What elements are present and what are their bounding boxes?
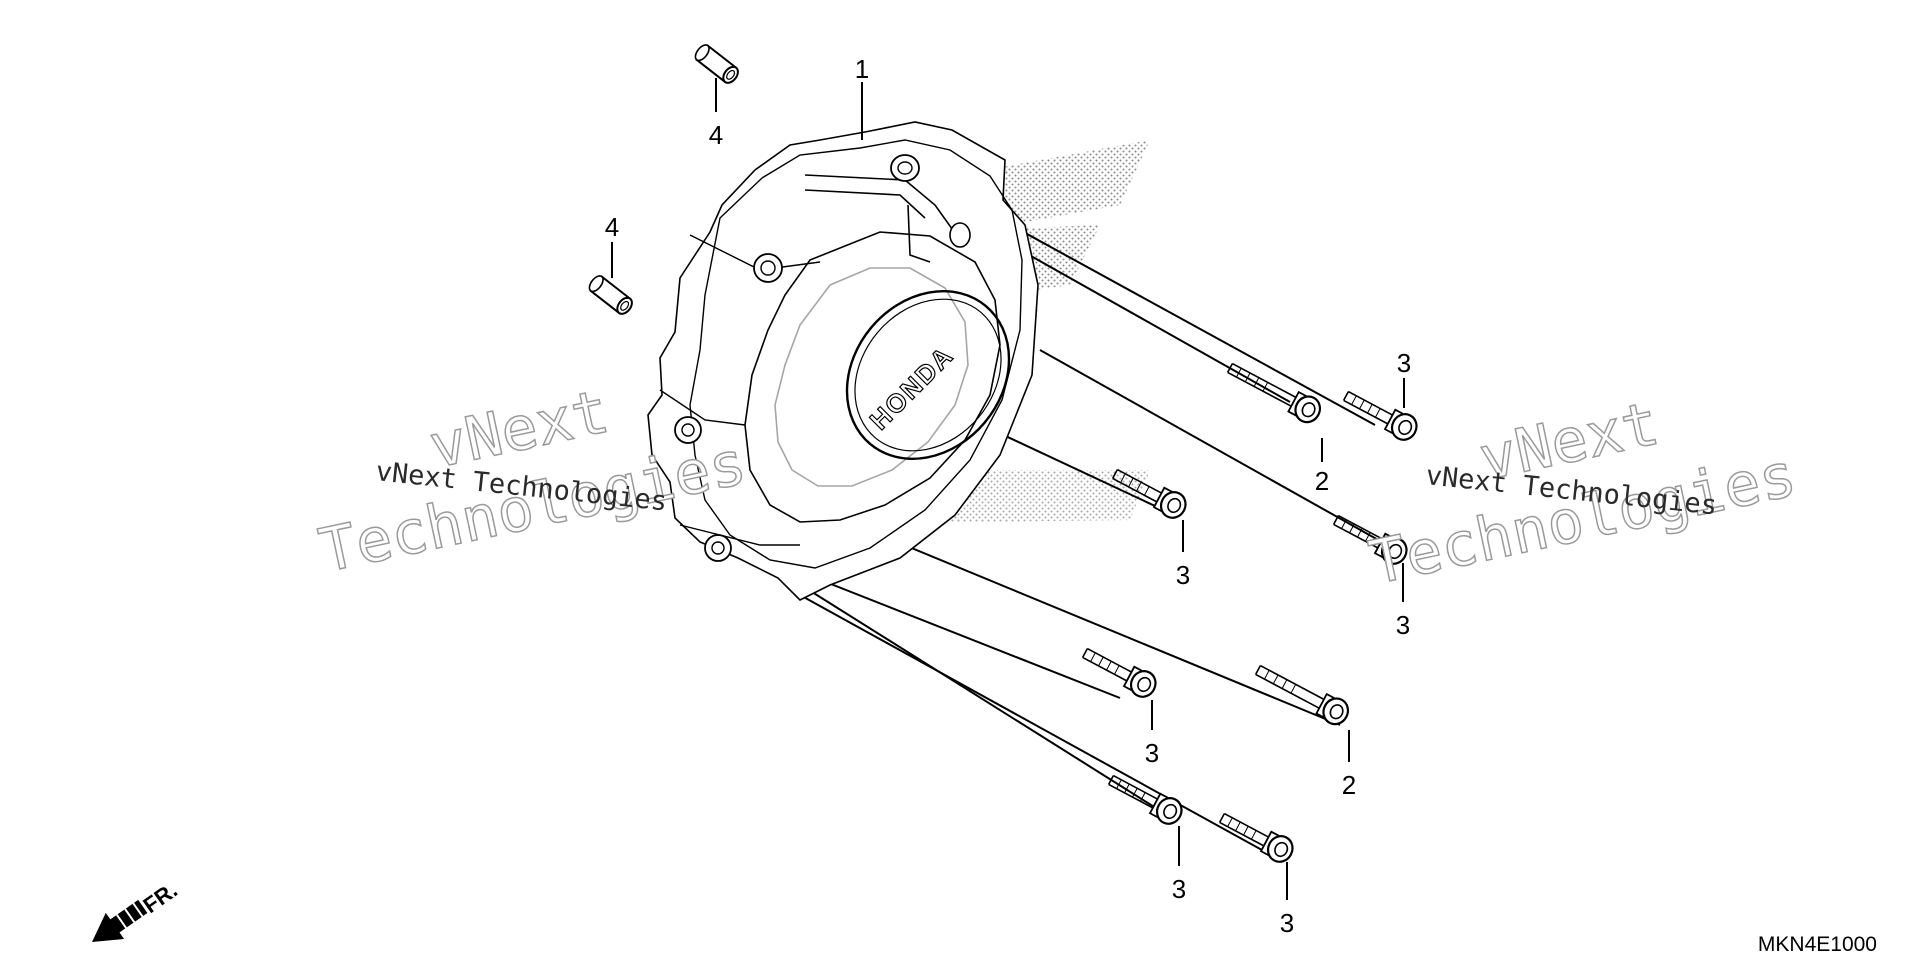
callout-part-3-upper-right: 3 [1397,348,1411,378]
diagram-code: MKN4E1000 [1758,933,1877,956]
bolt-3-upper-right [1338,383,1423,446]
callout-part-4-top: 4 [709,120,723,150]
callout-part-3-bottom-right: 3 [1280,908,1294,938]
bolt-2-lower [1250,657,1354,730]
front-direction-indicator: FR. [92,877,182,942]
bolt-3-lower [1077,640,1162,703]
bolt-3-bottom-left [1103,767,1188,830]
mounting-bosses [674,154,971,562]
callout-part-2-upper: 2 [1315,466,1329,496]
callout-part-3-middle: 3 [1176,560,1190,590]
callout-part-3-bottom-left: 3 [1172,874,1186,904]
dowel-pin-left [585,272,636,318]
watermark-right: vNext Technologies vNext Technologies [1363,388,1803,600]
callout-part-4-left: 4 [605,212,619,242]
front-arrow-icon [92,899,148,942]
callout-part-2-lower: 2 [1342,770,1356,800]
bolt-2-upper [1222,355,1326,428]
bolt-3-bottom-right [1214,805,1299,868]
leader-lines [611,78,1405,900]
callout-part-3-lower: 3 [1145,738,1159,768]
callout-part-1: 1 [855,54,869,84]
callout-part-3-right: 3 [1396,610,1410,640]
callouts: 1 4 4 3 2 3 3 3 2 3 3 [605,54,1411,938]
crankcase-cover: HONDA [647,121,1039,601]
